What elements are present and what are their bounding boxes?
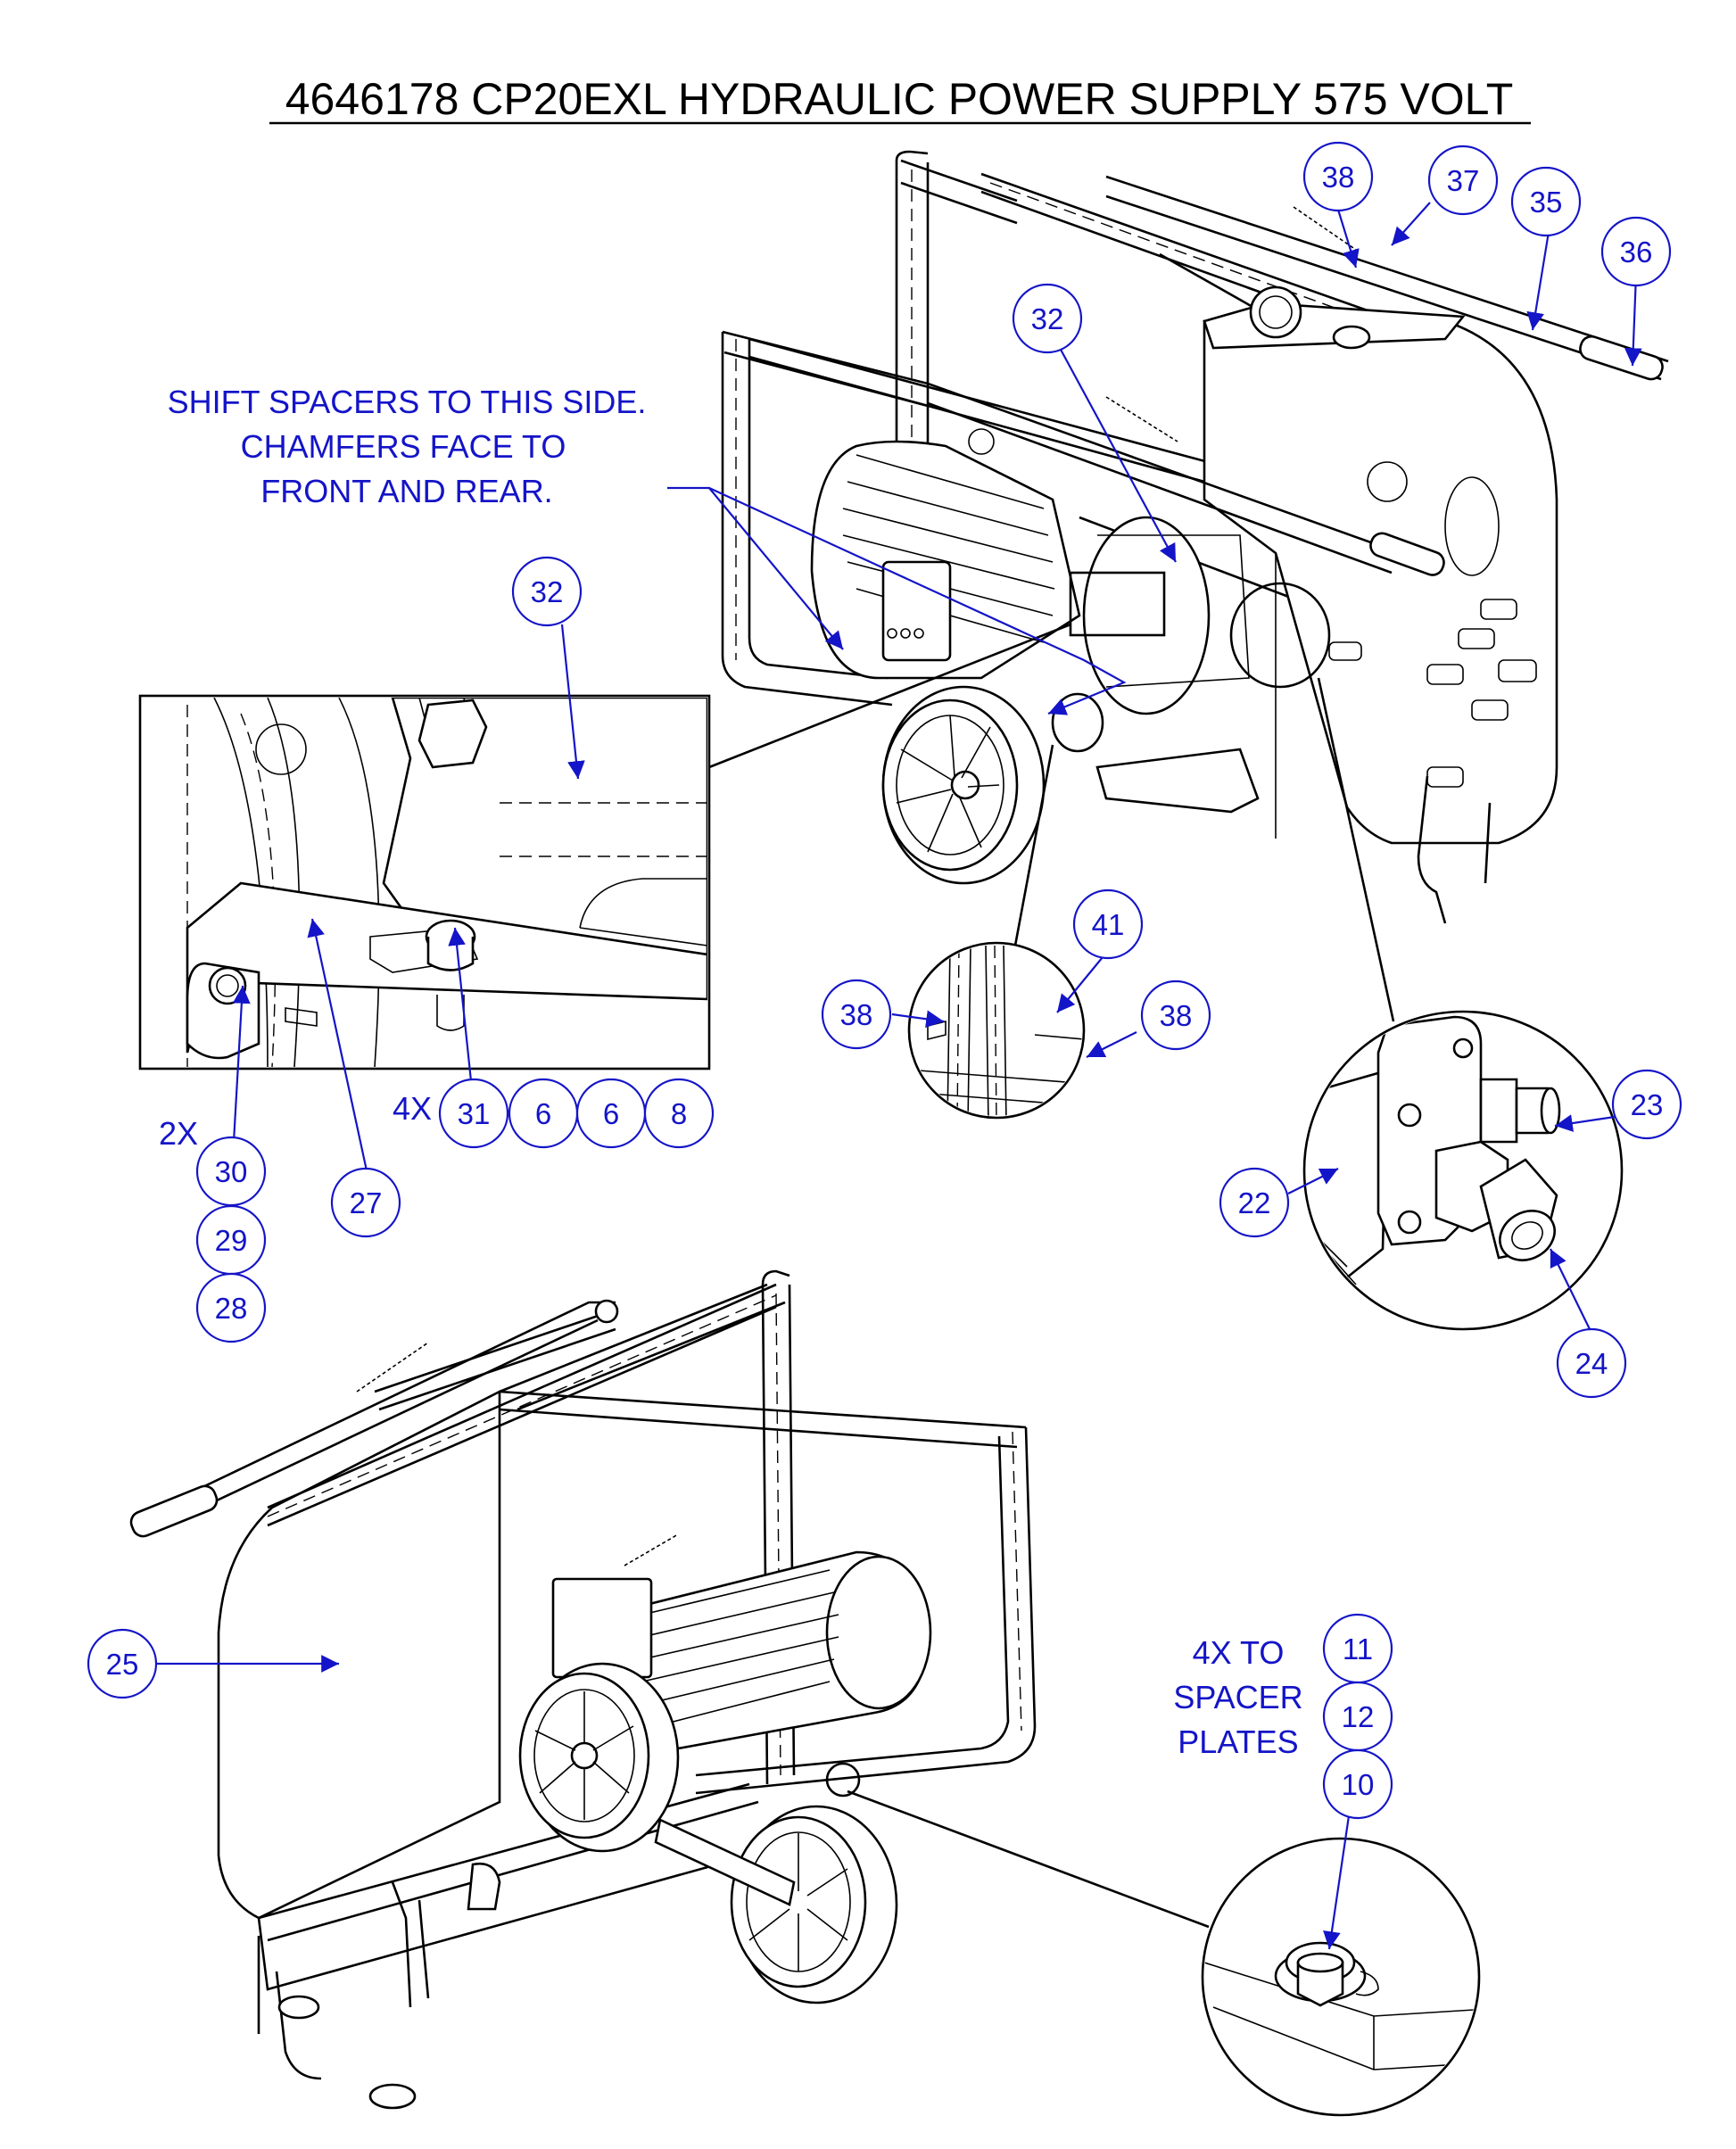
callout-balloon-27: 27	[330, 1167, 401, 1238]
svg-text:10: 10	[1342, 1768, 1375, 1801]
spacer-plates-line-1: 4X TO	[1193, 1634, 1285, 1671]
bottom-assembly-illustration	[129, 1269, 1037, 2110]
svg-text:22: 22	[1238, 1186, 1271, 1219]
svg-text:36: 36	[1620, 236, 1653, 269]
callout-balloon-11: 11	[1322, 1613, 1393, 1684]
svg-text:38: 38	[1160, 999, 1193, 1032]
qty-2x-label: 2X	[159, 1115, 198, 1152]
callout-balloon-38-right: 38	[1140, 979, 1211, 1051]
callout-balloon-38-top: 38	[1302, 141, 1374, 212]
qty-4x-label: 4X	[393, 1090, 432, 1127]
detail-circle-10	[1201, 1837, 1481, 2117]
svg-text:6: 6	[603, 1097, 619, 1130]
callout-balloon-24: 24	[1556, 1327, 1627, 1399]
svg-text:12: 12	[1342, 1700, 1375, 1733]
svg-text:11: 11	[1343, 1632, 1373, 1665]
callout-balloon-35: 35	[1510, 166, 1582, 237]
detail-connector-lines	[708, 623, 1395, 1929]
svg-text:29: 29	[215, 1224, 248, 1257]
spacer-plates-line-2: SPACER	[1173, 1679, 1302, 1715]
top-assembly-illustration	[721, 150, 1669, 924]
spacer-note: SHIFT SPACERS TO THIS SIDE. CHAMFERS FAC…	[168, 384, 647, 509]
callout-balloon-41: 41	[1072, 889, 1144, 960]
page-title: 4646178 CP20EXL HYDRAULIC POWER SUPPLY 5…	[285, 74, 1514, 124]
svg-text:25: 25	[106, 1648, 139, 1681]
svg-text:38: 38	[1322, 161, 1355, 194]
spacer-note-line-2: CHAMFERS FACE TO	[241, 428, 566, 465]
callout-balloon-12: 12	[1322, 1681, 1393, 1752]
callout-balloon-8: 8	[643, 1078, 715, 1149]
callout-balloon-23: 23	[1611, 1069, 1682, 1140]
svg-text:32: 32	[531, 575, 564, 608]
callout-balloon-37: 37	[1427, 145, 1499, 216]
svg-text:8: 8	[671, 1097, 687, 1130]
detail-fittings-view	[1302, 1010, 1624, 1331]
callout-balloon-30: 30	[195, 1136, 267, 1207]
callout-balloon-38-left: 38	[821, 979, 892, 1050]
detail-spacer-view	[138, 694, 711, 1070]
callout-balloon-28: 28	[195, 1272, 267, 1343]
svg-text:23: 23	[1631, 1088, 1664, 1121]
spacer-plates-line-3: PLATES	[1178, 1723, 1298, 1760]
svg-text:35: 35	[1530, 186, 1563, 219]
callout-balloon-29: 29	[195, 1204, 267, 1276]
callout-leaders	[156, 202, 1642, 1950]
detail-circle-41	[907, 941, 1086, 1120]
spacer-plates-note: 4X TO SPACER PLATES	[1173, 1634, 1302, 1760]
callout-balloon-36: 36	[1600, 216, 1672, 287]
callout-balloon-32-main: 32	[1012, 283, 1083, 354]
callout-balloon-6-a: 6	[508, 1078, 579, 1149]
svg-text:31: 31	[458, 1097, 491, 1130]
callout-balloon-31: 31	[438, 1078, 509, 1149]
callout-balloon-10: 10	[1322, 1748, 1393, 1820]
callout-balloon-22: 22	[1219, 1167, 1290, 1238]
svg-text:30: 30	[215, 1155, 248, 1188]
svg-text:41: 41	[1092, 908, 1125, 941]
spacer-note-line-3: FRONT AND REAR.	[260, 473, 552, 509]
svg-text:32: 32	[1031, 302, 1064, 335]
svg-text:27: 27	[350, 1186, 383, 1219]
svg-text:28: 28	[215, 1292, 248, 1325]
callout-balloon-25: 25	[87, 1628, 158, 1699]
callout-balloon-32-detail: 32	[511, 556, 583, 627]
svg-text:37: 37	[1447, 164, 1480, 197]
svg-text:6: 6	[535, 1097, 551, 1130]
svg-text:38: 38	[840, 998, 873, 1031]
spacer-note-line-1: SHIFT SPACERS TO THIS SIDE.	[168, 384, 647, 420]
callout-balloon-6-b: 6	[575, 1078, 647, 1149]
svg-text:24: 24	[1575, 1347, 1608, 1380]
